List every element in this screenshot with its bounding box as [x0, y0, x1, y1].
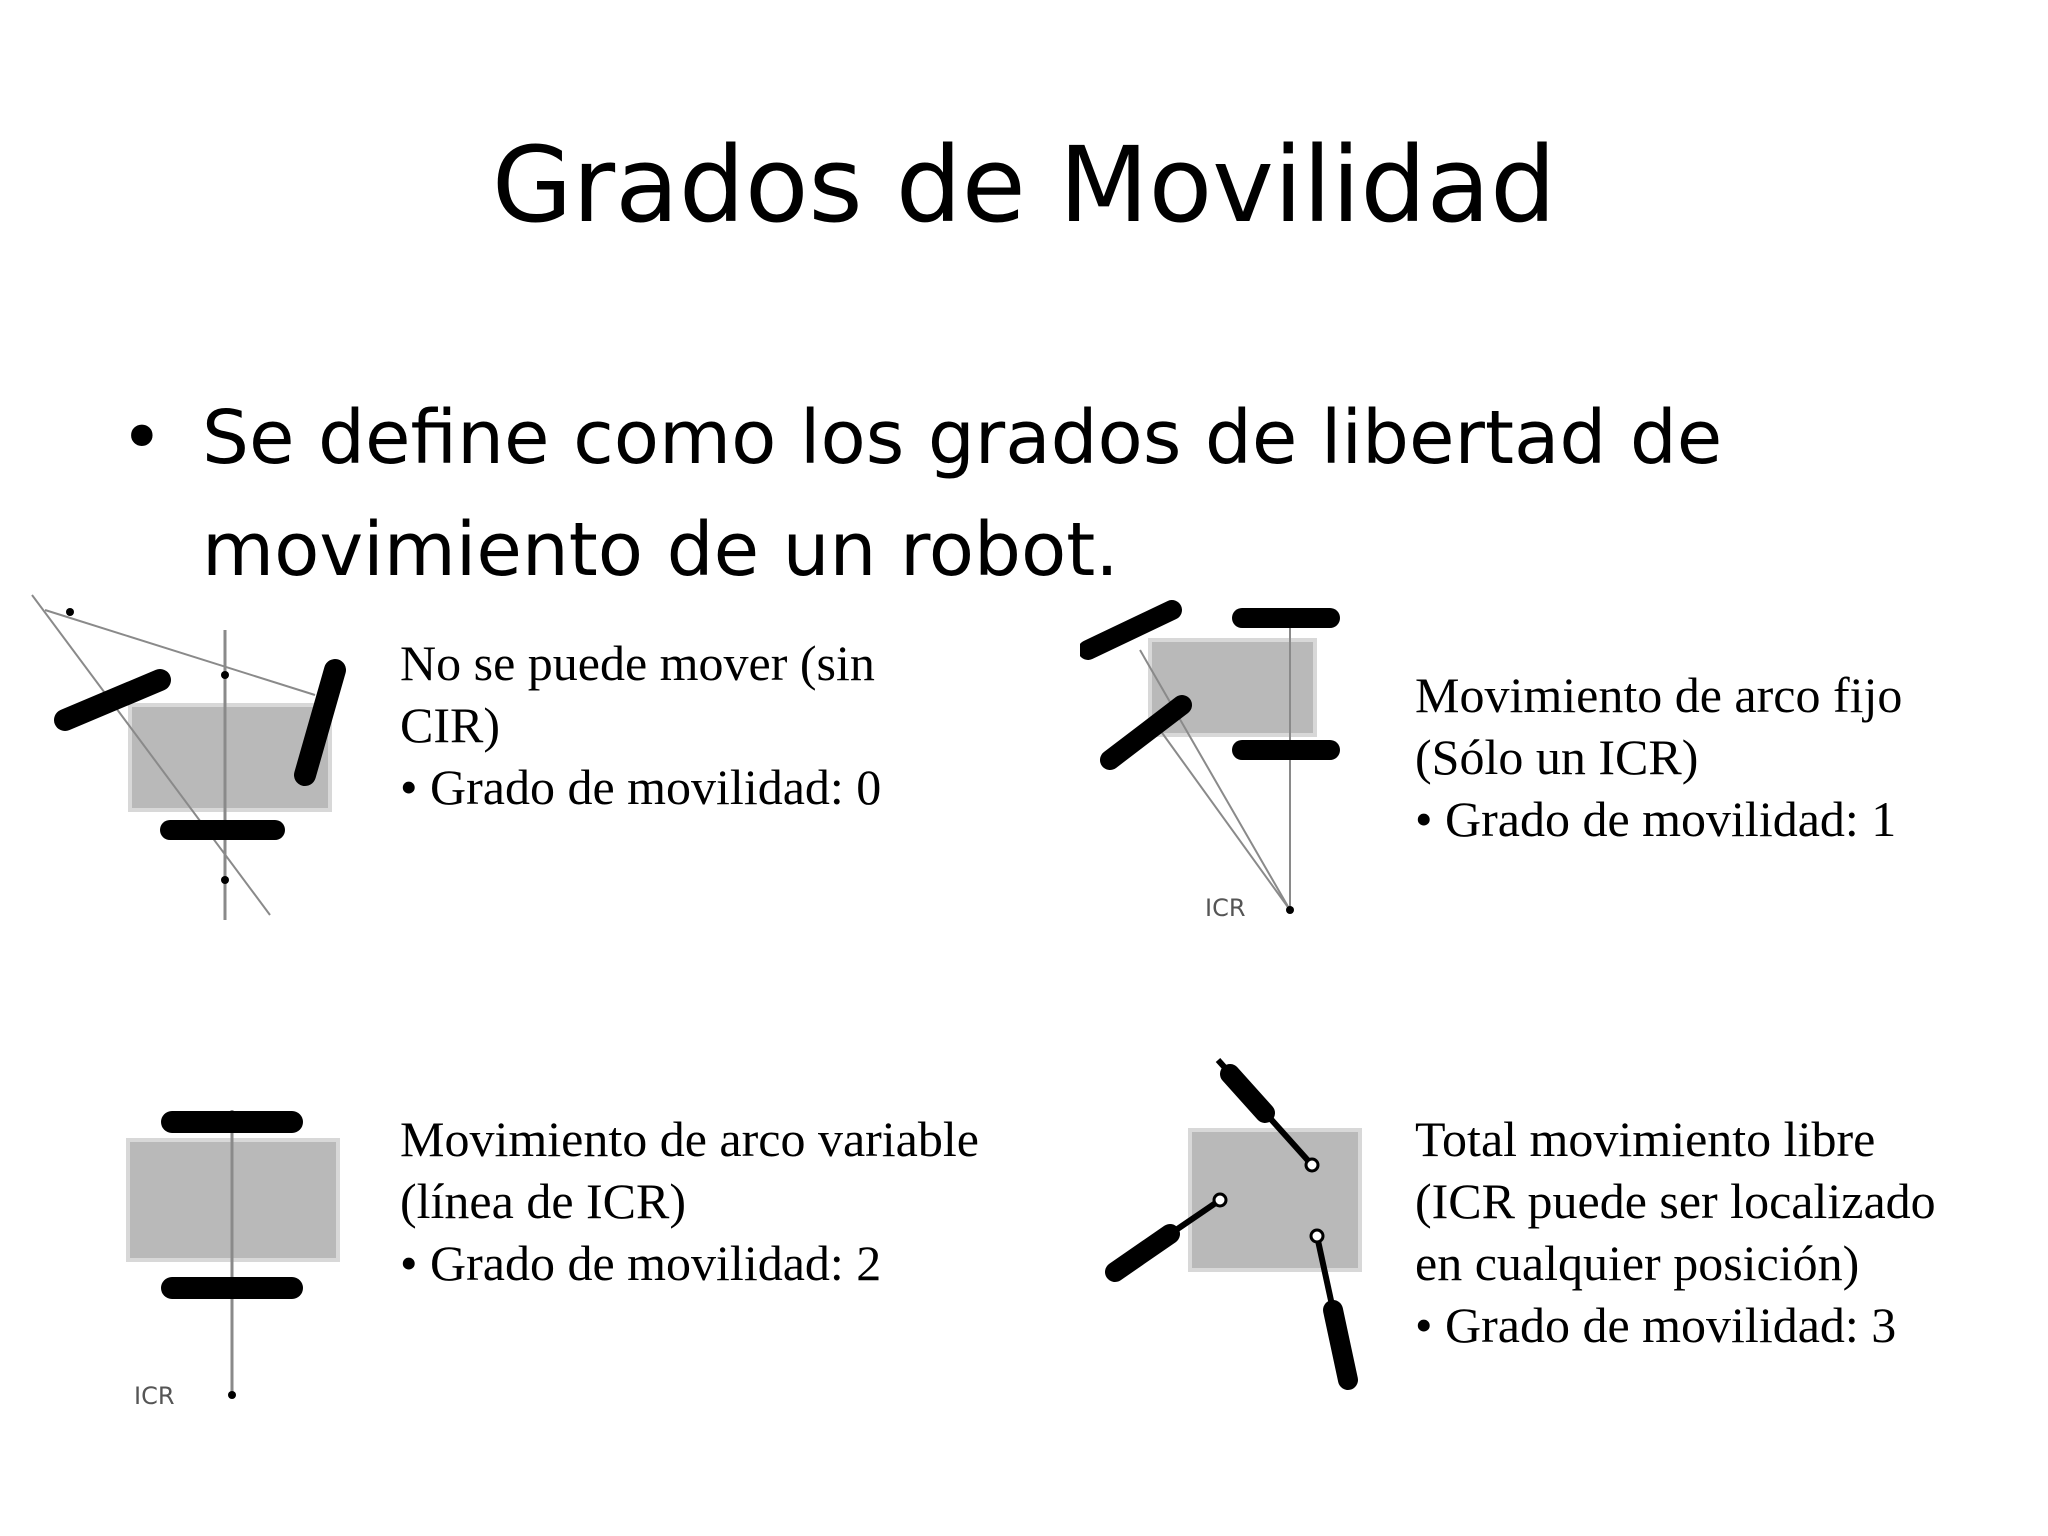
- caption-free-movement: Total movimiento libre (ICR puede ser lo…: [1415, 1111, 1936, 1353]
- wheel: [1323, 1300, 1358, 1390]
- caption-fixed-arc: Movimiento de arco fijo (Sólo un ICR) • …: [1415, 667, 1903, 847]
- slide-title: Grados de Movilidad: [491, 124, 1557, 246]
- bullet-marker: •: [120, 395, 164, 481]
- caption-no-movement: No se puede mover (sin CIR) • Grado de m…: [400, 635, 882, 815]
- diagram-variable-arc: ICR: [126, 1110, 340, 1410]
- icr-label: ICR: [1205, 894, 1246, 922]
- wheel: [1105, 1224, 1180, 1282]
- icr-label: ICR: [134, 1382, 175, 1410]
- wheel: [1080, 600, 1182, 660]
- diagram-no-movement: [31, 594, 346, 920]
- robot-body: [1148, 638, 1317, 737]
- bullet-text: Se define como los grados de libertad de…: [202, 395, 1723, 593]
- wheel: [54, 669, 171, 731]
- caption-variable-arc: Movimiento de arco variable (línea de IC…: [400, 1111, 979, 1291]
- wheel: [294, 659, 346, 786]
- robot-body: [128, 703, 332, 812]
- diagram-fixed-arc: ICR: [1080, 600, 1340, 922]
- wheel: [1100, 695, 1192, 770]
- wheel: [1220, 1064, 1275, 1123]
- diagram-free-movement: [1105, 1057, 1362, 1390]
